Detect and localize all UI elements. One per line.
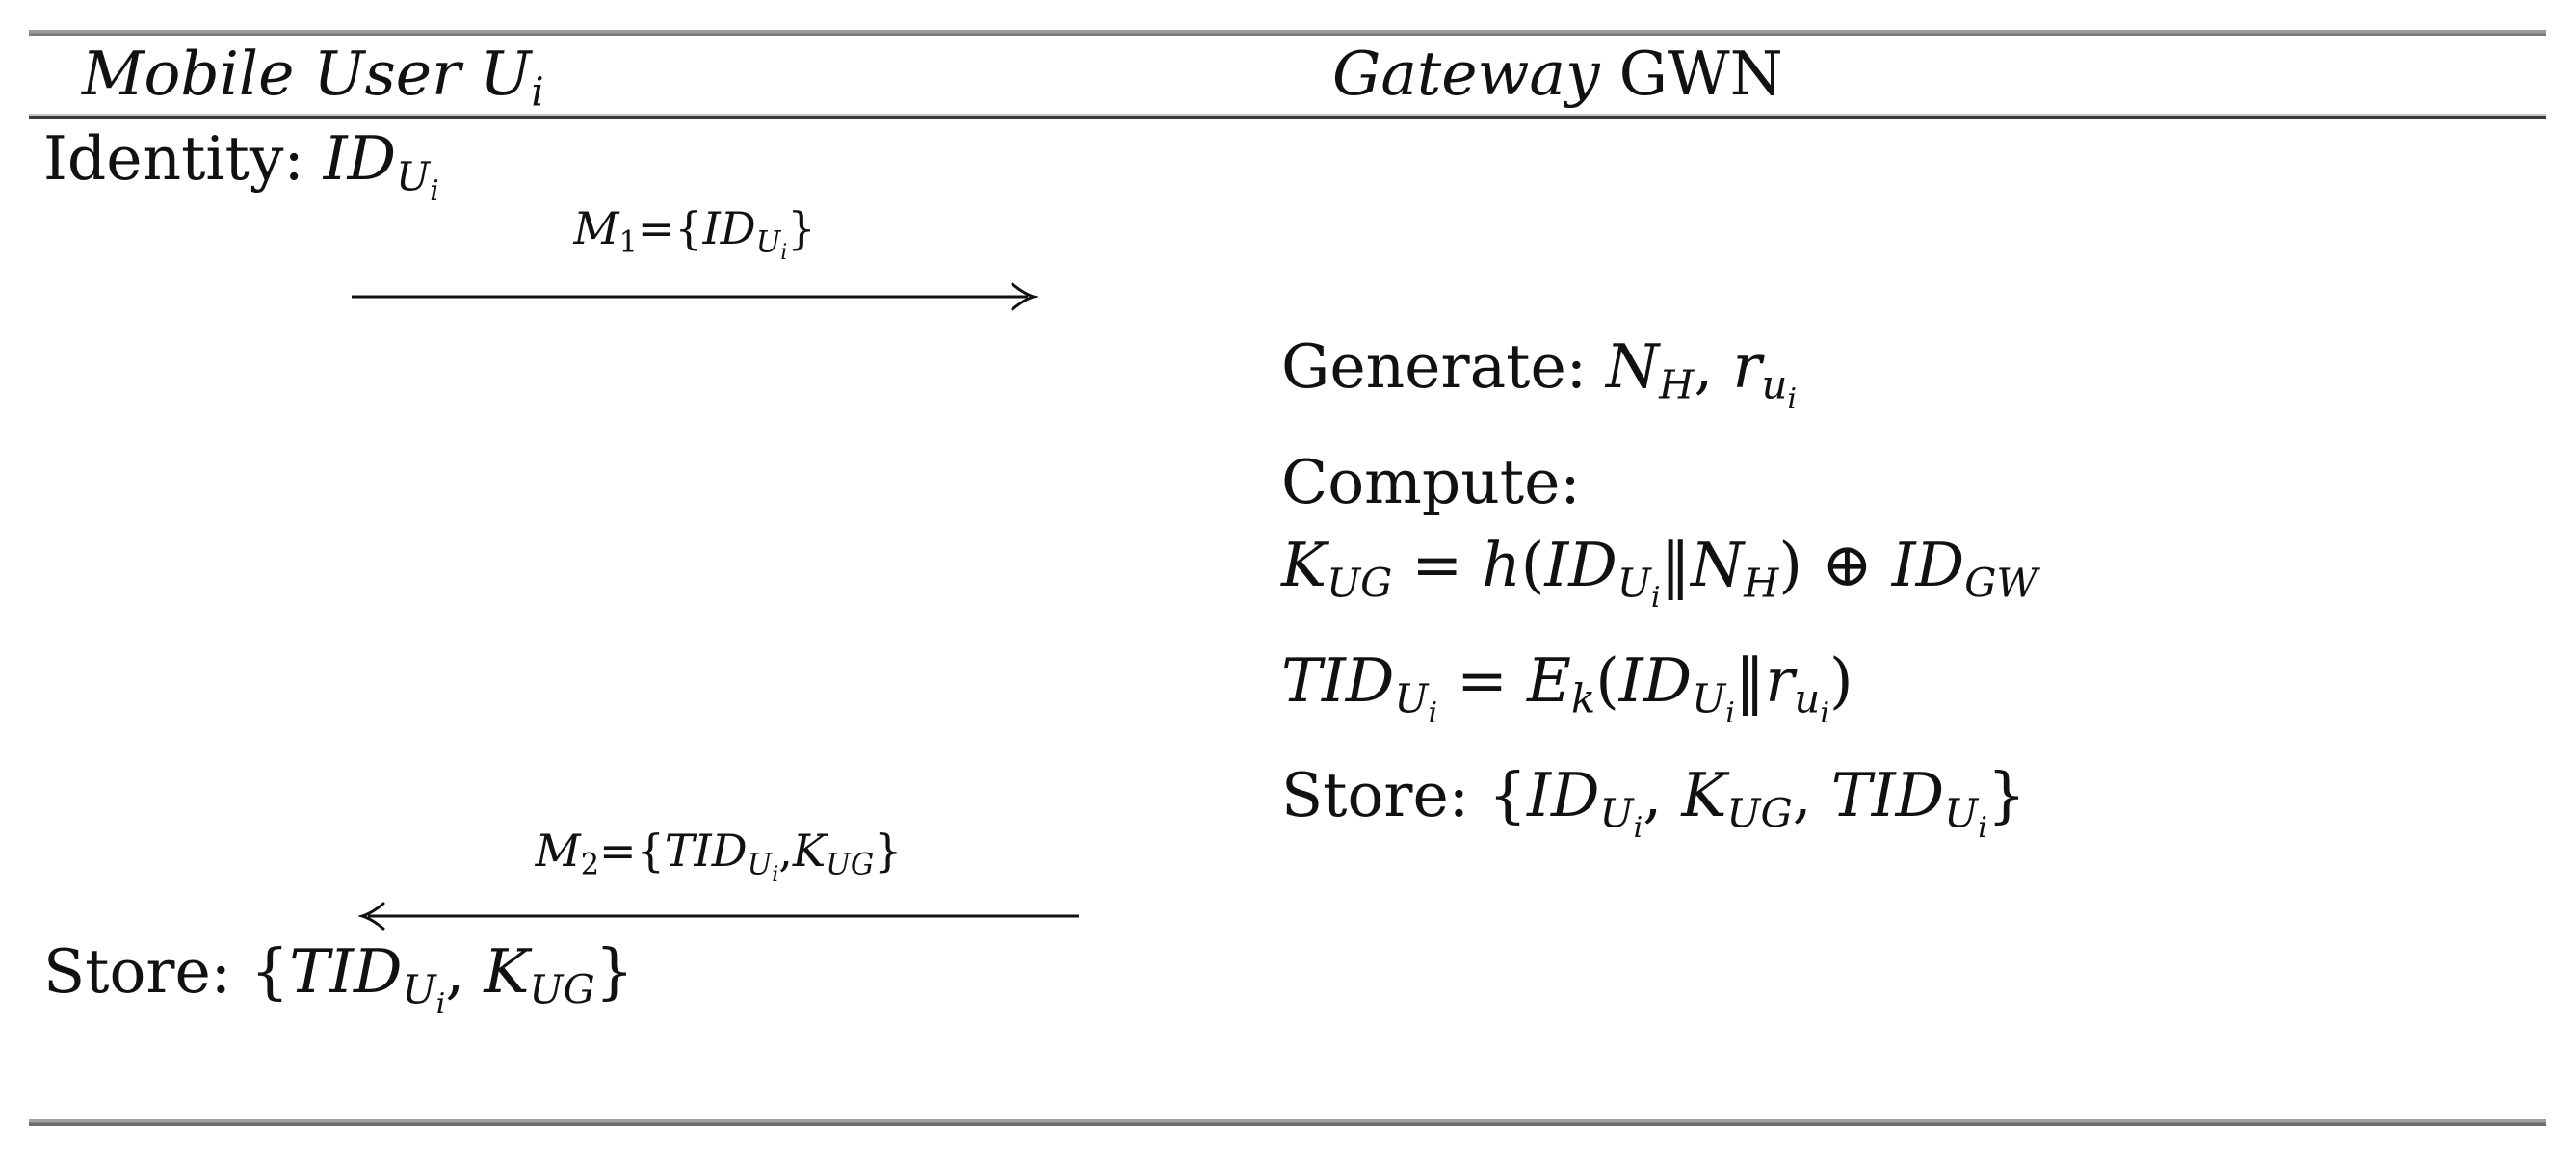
top-rule [29, 30, 2546, 36]
gateway-store-line: Store: {IDUi, KUG, TIDUi} [1281, 760, 2026, 846]
gateway-generate-line: Generate: NH, rui [1281, 331, 1798, 416]
user-store-line: Store: {TIDUi, KUG} [43, 936, 634, 1021]
header-gateway: Gateway GWN [1332, 39, 1783, 109]
user-identity-line: Identity: IDUi [43, 123, 439, 208]
message1-label: M1={IDUi} [573, 202, 816, 265]
gateway-tid-formula-line: TIDUi = Ek(IDUi‖rui) [1281, 644, 1853, 730]
gateway-computation-block: Generate: NH, rui Compute: KUG = h(IDUi‖… [1281, 326, 2037, 870]
gateway-compute-line: Compute: [1281, 446, 1581, 517]
message2-label: M2={TIDUi,KUG} [535, 825, 903, 887]
message2-left-arrow-icon [358, 902, 1079, 931]
bottom-rule [29, 1119, 2546, 1126]
header-mobile-user: Mobile User Ui [82, 39, 544, 116]
header-rule [29, 114, 2546, 119]
gateway-kug-formula-line: KUG = h(IDUi‖NH) ⊕ IDGW [1281, 529, 2038, 615]
message1-right-arrow-icon [352, 282, 1038, 311]
